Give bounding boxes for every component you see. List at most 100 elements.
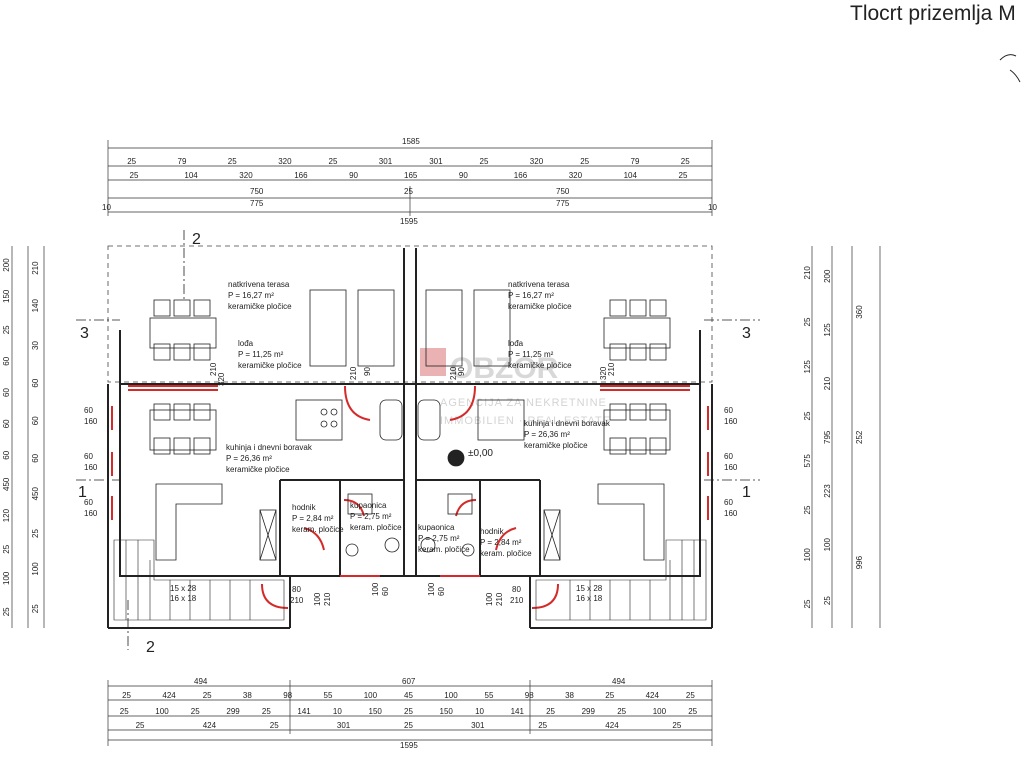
dim-label: 25 [803, 317, 812, 326]
watermark-line1: AGENCIJA ZA NEKRETNINE [440, 397, 607, 409]
roof-outline [107, 245, 713, 383]
dim-label: 60 [2, 388, 11, 397]
dim-label: 100 [2, 571, 11, 585]
lodge-right-name: lođa [508, 339, 524, 348]
dim-label: 360 [855, 305, 864, 319]
dim-label: 299 [226, 707, 240, 716]
dim-label: 210 [31, 261, 40, 275]
dim-label: 25 [404, 707, 413, 716]
dim-label: 10 [475, 707, 484, 716]
dim-label: 90 [349, 171, 358, 180]
section-lines [76, 230, 760, 650]
dim-label: 750 [556, 187, 570, 196]
dim-label: 98 [283, 691, 292, 700]
stairs [113, 539, 707, 621]
dim-label: 141 [511, 707, 525, 716]
opening-label: 90 [457, 367, 466, 376]
watermark-line2: IMMOBILIEN · REAL ESTATE [440, 415, 611, 427]
kitchen-right-area: P = 26,36 m² [524, 430, 570, 439]
terrace-left-floor: keramičke pločice [228, 302, 292, 311]
dim-label: 25 [404, 721, 413, 730]
dim-label: 25 [262, 707, 271, 716]
opening-label: 90 [363, 367, 372, 376]
watermark-logo: OBZOR [450, 352, 559, 385]
dim-label: 90 [459, 171, 468, 180]
opening-label: 210 [209, 362, 218, 376]
top-dimensions [107, 140, 713, 216]
dim-label: 25 [31, 529, 40, 538]
dim-label: 166 [294, 171, 308, 180]
opening-label: 60 [381, 587, 390, 596]
dim-label: 100 [653, 707, 667, 716]
opening-label: 210 [495, 592, 504, 606]
opening-label: 100 [485, 592, 494, 606]
kitchen-left-floor: keramičke pločice [226, 465, 290, 474]
dim-label: 424 [605, 721, 619, 730]
dim-label: 100 [364, 691, 378, 700]
dim-label: 100 [803, 548, 812, 562]
hall-left-area: P = 2,84 m² [292, 514, 334, 523]
dim-label: 25 [686, 691, 695, 700]
dim-label: 25 [122, 691, 131, 700]
opening-label: 160 [724, 463, 738, 472]
opening-label: 210 [449, 366, 458, 380]
dim-label: 210 [803, 266, 812, 280]
dim-label: 104 [184, 171, 198, 180]
section-mark-1-right: 1 [742, 484, 751, 501]
dim-label: 795 [823, 430, 832, 444]
dim-label: 150 [2, 289, 11, 303]
dim-label: 424 [162, 691, 176, 700]
dim-label: 25 [803, 505, 812, 514]
dim-label: 38 [243, 691, 252, 700]
opening-label: 60 [84, 406, 93, 415]
hall-right-floor: keram. pločice [480, 549, 532, 558]
dim-label: 25 [679, 171, 688, 180]
opening-label: 60 [724, 498, 733, 507]
dim-label: 25 [404, 187, 413, 196]
dim-label: 55 [324, 691, 333, 700]
watermark: OBZOR AGENCIJA ZA NEKRETNINE IMMOBILIEN … [420, 348, 611, 427]
dim-label: 25 [681, 157, 690, 166]
bath-right-name: kupaonica [418, 523, 455, 532]
opening-label: 160 [84, 509, 98, 518]
section-mark-3-left: 3 [80, 325, 89, 342]
dim-label: 140 [31, 299, 40, 313]
dim-label: 45 [404, 691, 413, 700]
dim-label: 450 [31, 487, 40, 501]
dim-label: 25 [823, 596, 832, 605]
dim-label: 25 [538, 721, 547, 730]
opening-label: 80 [292, 585, 301, 594]
opening-label: 320 [217, 372, 226, 386]
kitchen-left-area: P = 26,36 m² [226, 454, 272, 463]
terrace-right-area: P = 16,27 m² [508, 291, 554, 300]
dim-label: 25 [228, 157, 237, 166]
hall-right-name: hodnik [480, 527, 505, 536]
opening-label: 160 [84, 417, 98, 426]
dim-label: 223 [823, 484, 832, 498]
dim-label: 25 [270, 721, 279, 730]
dim-label: 775 [250, 199, 264, 208]
lodge-left-floor: keramičke pločice [238, 361, 302, 370]
terrace-right-name: natkrivena terasa [508, 280, 570, 289]
dim-label: 60 [2, 356, 11, 365]
dim-label: 252 [855, 430, 864, 444]
opening-label: 60 [437, 587, 446, 596]
dim-label: 996 [855, 555, 864, 569]
opening-label: 60 [84, 498, 93, 507]
dim-label: 25 [2, 544, 11, 553]
dim-label: 494 [194, 677, 208, 686]
dim-label: 494 [612, 677, 626, 686]
dim-label: 25 [617, 707, 626, 716]
dim-label: 10 [708, 203, 717, 212]
kitchen-left-name: kuhinja i dnevni boravak [226, 443, 313, 452]
opening-label: 210 [510, 596, 524, 605]
dim-label: 79 [178, 157, 187, 166]
dim-label: 775 [556, 199, 570, 208]
terrace-left-name: natkrivena terasa [228, 280, 290, 289]
dim-label: 141 [297, 707, 311, 716]
hall-right-area: P = 2,84 m² [480, 538, 522, 547]
dim-label: 25 [672, 721, 681, 730]
dim-label: 424 [646, 691, 660, 700]
